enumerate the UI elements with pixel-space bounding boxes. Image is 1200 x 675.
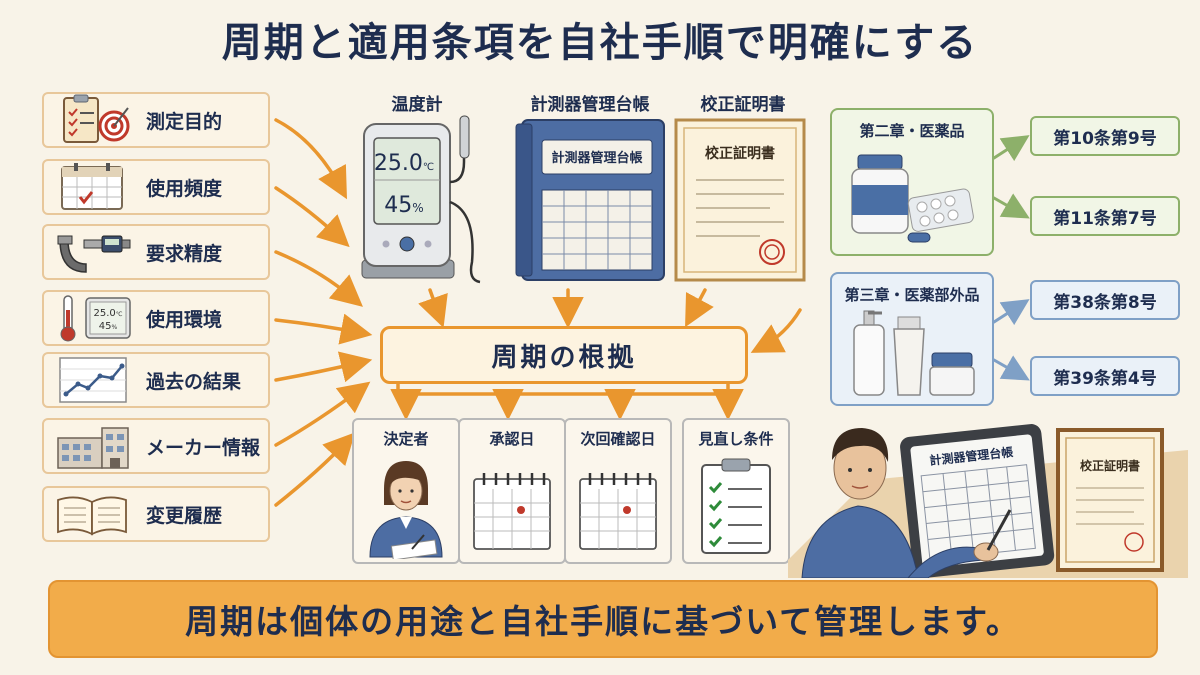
svg-text:45%: 45% xyxy=(384,193,423,218)
digital-thermometer-illustration: 25.0℃ 45% xyxy=(361,115,481,284)
hygrometer-temp-unit: ℃ xyxy=(116,311,123,318)
checklist-icon xyxy=(701,458,771,554)
arrow-ch2-to-art10 xyxy=(992,135,1030,162)
output-label: 承認日 xyxy=(489,430,535,448)
arrow-purpose-to-thermometer xyxy=(274,118,347,200)
factor-maker-info: メーカー情報 xyxy=(42,418,270,474)
output-label: 次回確認日 xyxy=(580,430,656,448)
chapter-2-box: 第二章・医薬品 xyxy=(830,108,994,256)
cosmetics-bottles-icon xyxy=(853,310,975,396)
article-38-8: 第38条第8号 xyxy=(1030,280,1180,320)
arrow-environment-to-hub xyxy=(274,313,373,345)
calendar-icon xyxy=(61,163,123,210)
output-approval-date: 承認日 xyxy=(458,418,566,564)
thermometer-humidity-unit: % xyxy=(412,201,423,215)
arrow-results-to-hub xyxy=(274,351,373,383)
thermometer-temp: 25.0 xyxy=(374,151,423,176)
scene-certificate-title: 校正証明書 xyxy=(1080,458,1140,473)
factor-label: メーカー情報 xyxy=(146,436,261,459)
svg-text:45%: 45% xyxy=(99,321,118,332)
article-39-4: 第39条第4号 xyxy=(1030,356,1180,396)
factor-label: 要求精度 xyxy=(146,242,223,265)
summary-banner: 周期は個体の用途と自社手順に基づいて管理します。 xyxy=(48,580,1158,658)
factor-past-results: 過去の結果 xyxy=(42,352,270,408)
factor-change-history: 変更履歴 xyxy=(42,486,270,542)
arrow-thermometer-to-hub xyxy=(418,288,448,328)
chapter-3-box: 第三章・医薬部外品 xyxy=(830,272,994,406)
medicine-bottle-pills-icon xyxy=(851,154,974,243)
arrow-ch3-to-art39 xyxy=(992,355,1030,381)
factor-label: 使用環境 xyxy=(146,308,223,331)
arrow-ch2-to-art11 xyxy=(992,193,1030,219)
thermometer-hygrometer-icon: 25.0℃ 45% xyxy=(60,295,131,342)
svg-text:25.0℃: 25.0℃ xyxy=(93,308,122,319)
arrow-ch3-to-art38 xyxy=(992,299,1030,326)
open-book-icon xyxy=(57,496,127,536)
ledger-cover-title: 計測器管理台帳 xyxy=(551,150,642,166)
line-graph-icon xyxy=(59,357,127,403)
hygrometer-temp: 25.0 xyxy=(93,308,115,319)
page-title: 周期と適用条項を自社手順で明確にする xyxy=(221,20,979,66)
arrow-chapters-to-hub xyxy=(750,308,802,353)
factor-label: 変更履歴 xyxy=(146,504,223,527)
factor-measurement-purpose: 測定目的 xyxy=(42,92,270,148)
desk-calendar-icon xyxy=(473,473,551,550)
factor-usage-frequency: 使用頻度 xyxy=(42,159,270,215)
output-decider: 決定者 xyxy=(352,418,460,564)
worker-signing-icon xyxy=(369,461,443,561)
output-review-conditions: 見直し条件 xyxy=(682,418,790,564)
certificate-label: 校正証明書 xyxy=(700,95,786,115)
output-label: 決定者 xyxy=(383,430,429,448)
arrow-certificate-to-hub xyxy=(685,288,714,328)
factor-usage-environment: 25.0℃ 45% 使用環境 xyxy=(42,290,270,346)
ledger-label: 計測器管理台帳 xyxy=(530,95,650,115)
factor-label: 測定目的 xyxy=(146,110,223,133)
arrow-maker-to-hub xyxy=(274,381,371,447)
arrow-history-to-hub xyxy=(274,432,356,507)
article-11-7: 第11条第7号 xyxy=(1030,196,1180,236)
svg-text:25.0℃: 25.0℃ xyxy=(374,151,434,176)
hub-output-bus xyxy=(396,382,730,396)
ledger-binder-illustration: 計測器管理台帳 xyxy=(515,119,665,281)
arrow-frequency-to-thermometer xyxy=(274,186,350,248)
hygrometer-humidity-unit: % xyxy=(112,324,118,331)
desk-calendar-icon xyxy=(579,473,657,550)
worker-tablet-scene: 校正証明書 計測器管理台帳 xyxy=(788,424,1188,578)
thermometer-humidity: 45 xyxy=(384,193,412,218)
calibration-certificate-illustration: 校正証明書 xyxy=(674,118,806,282)
output-next-check-date: 次回確認日 xyxy=(564,418,672,564)
factor-label: 過去の結果 xyxy=(146,370,242,393)
factor-required-accuracy: 要求精度 xyxy=(42,224,270,280)
certificate-heading: 校正証明書 xyxy=(705,145,775,162)
arrow-accuracy-to-hub xyxy=(274,250,363,307)
cycle-basis-hub: 周期の根拠 xyxy=(380,326,748,384)
thermometer-temp-unit: ℃ xyxy=(423,162,434,173)
factory-icon xyxy=(57,427,129,469)
thermometer-label: 温度計 xyxy=(391,95,443,115)
clipboard-target-icon xyxy=(63,94,130,143)
chapter-2-title: 第二章・医薬品 xyxy=(859,122,965,140)
article-10-9: 第10条第9号 xyxy=(1030,116,1180,156)
chapter-3-title: 第三章・医薬部外品 xyxy=(844,286,980,304)
hygrometer-humidity: 45 xyxy=(99,321,112,332)
output-label: 見直し条件 xyxy=(698,430,774,448)
factor-label: 使用頻度 xyxy=(146,177,223,200)
micrometer-icon xyxy=(57,235,131,273)
